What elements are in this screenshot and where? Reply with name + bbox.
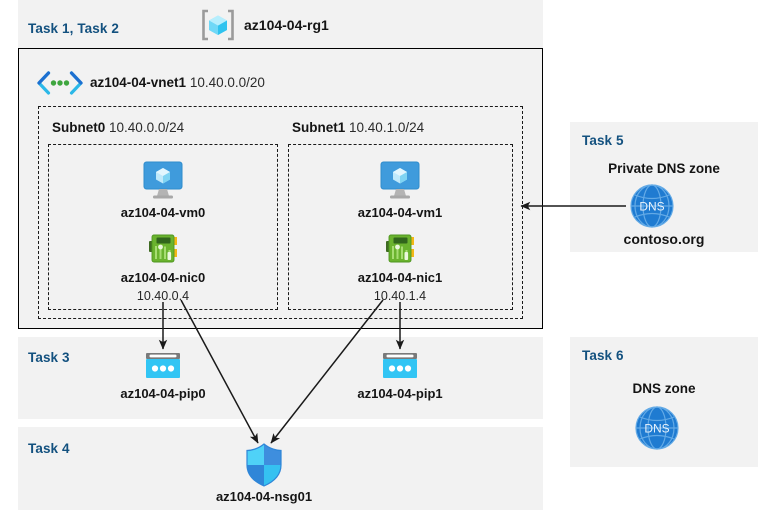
network-interface-icon <box>384 233 417 266</box>
subnet0-name: Subnet0 <box>52 120 106 135</box>
pip1-label: az104-04-pip1 <box>357 386 443 401</box>
virtual-network-icon <box>36 70 84 96</box>
subnet1-cidr: 10.40.1.0/24 <box>349 120 425 135</box>
task3-panel <box>18 337 543 419</box>
resource-group-name: az104-04-rg1 <box>244 17 329 33</box>
vm0-label: az104-04-vm0 <box>120 205 206 220</box>
private-dns-zone-name: contoso.org <box>623 231 705 247</box>
nsg-label: az104-04-nsg01 <box>215 489 313 504</box>
task5-panel <box>570 122 758 252</box>
vnet-cidr: 10.40.0.0/20 <box>189 75 265 90</box>
resource-group-header-band <box>18 0 543 48</box>
vm1-label: az104-04-vm1 <box>357 205 443 220</box>
vnet-header: az104-04-vnet1 10.40.0.0/20 <box>90 75 265 90</box>
network-security-group-shield-icon <box>244 443 284 487</box>
subnet1-name: Subnet1 <box>292 120 346 135</box>
subnet0-header: Subnet0 10.40.0.0/24 <box>52 120 184 135</box>
dns-zone-heading: DNS zone <box>632 381 696 396</box>
nic0-label: az104-04-nic0 <box>120 270 206 285</box>
task-label-4: Task 4 <box>28 441 70 456</box>
vnet-container <box>18 48 543 329</box>
private-dns-zone-heading: Private DNS zone <box>608 161 720 176</box>
dns-globe-icon: DNS <box>629 183 675 229</box>
dns-globe-icon: DNS <box>634 405 680 451</box>
nic1-label: az104-04-nic1 <box>357 270 443 285</box>
dns-icon-text: DNS <box>644 422 669 436</box>
nic0-ip: 10.40.0.4 <box>136 289 190 303</box>
virtual-machine-icon <box>140 160 186 200</box>
vnet-name: az104-04-vnet1 <box>90 75 187 90</box>
subnet1-header: Subnet1 10.40.1.0/24 <box>292 120 424 135</box>
task-label-1-2: Task 1, Task 2 <box>28 21 119 36</box>
virtual-machine-icon <box>377 160 423 200</box>
task-label-5: Task 5 <box>582 133 624 148</box>
public-ip-address-icon <box>144 352 182 382</box>
resource-group-cube-icon <box>200 7 236 43</box>
task-label-3: Task 3 <box>28 350 70 365</box>
public-ip-address-icon <box>381 352 419 382</box>
nic1-ip: 10.40.1.4 <box>373 289 427 303</box>
task-label-6: Task 6 <box>582 348 624 363</box>
pip0-label: az104-04-pip0 <box>120 386 206 401</box>
dns-icon-text: DNS <box>639 200 664 214</box>
network-interface-icon <box>147 233 180 266</box>
subnet0-cidr: 10.40.0.0/24 <box>109 120 185 135</box>
